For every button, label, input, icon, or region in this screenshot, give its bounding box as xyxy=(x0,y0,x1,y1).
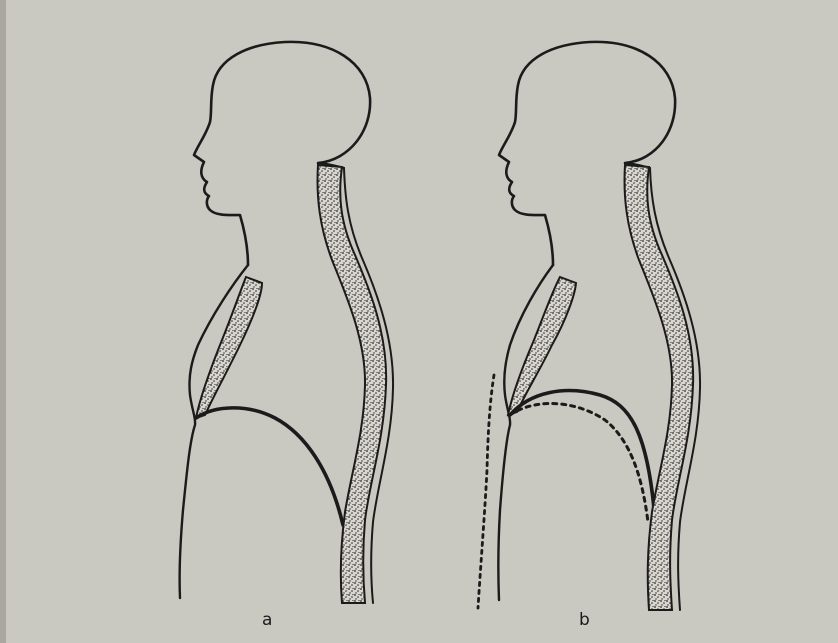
figure-a-normal-posture xyxy=(180,42,393,603)
diaphragm-line xyxy=(196,408,343,525)
figure-b-raised-chest xyxy=(478,42,700,610)
dotted-front-outline xyxy=(478,375,494,608)
sternum-bone xyxy=(196,277,262,418)
panel-label-a: a xyxy=(262,612,272,629)
dotted-diaphragm-line xyxy=(510,404,648,522)
panel-label-b: b xyxy=(579,612,590,629)
